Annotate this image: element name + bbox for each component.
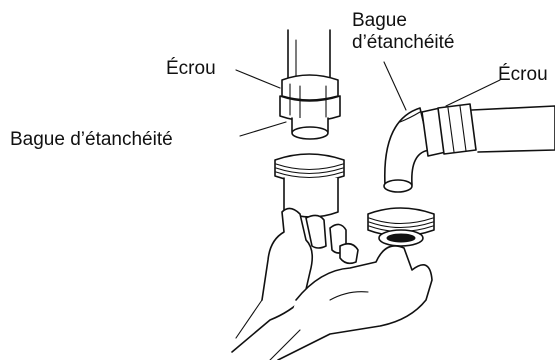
label-sealing-ring-top: Bague d’étanchéité [352,10,454,54]
leader-bague-left [240,122,286,136]
leader-ecrou-right [446,80,500,106]
right-nut [422,104,476,156]
label-nut-right: Écrou [498,64,548,86]
horizontal-drain-pipe [472,106,555,152]
leader-ecrou-left [236,70,280,88]
label-sealing-ring-top-line1: Bague [352,10,454,32]
trap-bend-fitting [368,208,434,246]
label-sealing-ring-left: Bague d’étanchéité [10,129,173,151]
label-nut-left: Écrou [166,58,216,80]
lower-left-fitting [275,154,344,217]
left-sealing-ring [292,118,328,139]
label-sealing-ring-top-line2: d’étanchéité [352,32,454,54]
tailpiece-pipe [288,30,330,78]
leader-bague-top [384,62,406,110]
left-nut [280,75,340,121]
